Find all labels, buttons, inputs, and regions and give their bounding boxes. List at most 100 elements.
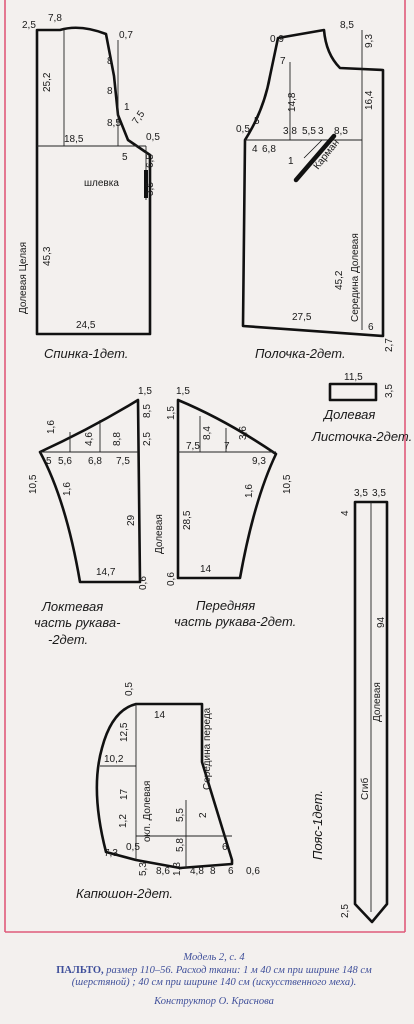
back-title: Спинка-1дет. (44, 346, 128, 361)
belt-m-1: 3,5 (372, 488, 386, 499)
back-m-8: 7,5 (130, 109, 147, 127)
front-outline (241, 28, 385, 338)
back-grain-label: Долевая Целая (18, 242, 29, 314)
fs-m-7: 1,6 (244, 484, 255, 498)
elbow-m-2: 1,6 (46, 420, 57, 434)
hood-grain-label: окл. Долевая (142, 781, 153, 842)
fs-m-1: 1,5 (166, 406, 177, 420)
hood-m-12: 1,3 (172, 862, 183, 876)
belt-m-4: 2,5 (340, 904, 351, 918)
caption-description: ПАЛЬТО, размер 110–56. Расход ткани: 1 м… (28, 965, 400, 990)
back-m-3: 25,2 (42, 72, 53, 92)
front-m-5: 16,4 (364, 90, 375, 110)
back-m-11: 5 (122, 152, 128, 163)
caption-desc: размер 110–56. Расход ткани: 1 м 40 см п… (71, 964, 372, 989)
flap-title: Листочка-2дет. (311, 429, 412, 444)
belt-m-3: 94 (376, 616, 387, 628)
hood-m-16: 8 (210, 866, 216, 877)
flap-grain-label: Долевая (322, 407, 375, 422)
elbow-title-3: -2дет. (48, 632, 88, 647)
hood-m-4: 17 (119, 788, 130, 800)
flap-m-1: 3,5 (384, 384, 395, 398)
front-m-1: 8,5 (340, 20, 354, 31)
back-m-12: 6,5 (145, 154, 156, 168)
front-piece: 0,9 8,5 7 9,3 14,8 16,4 0,5 5 4 6,8 3,8 … (236, 20, 395, 361)
caption-model: Модель 2, с. 4 (183, 952, 245, 963)
hood-m-0: 0,5 (124, 682, 135, 696)
front-m-8: 4 (252, 144, 258, 155)
front-m-11: 5,5 (302, 126, 316, 137)
back-m-15: 24,5 (76, 320, 96, 331)
front-m-2: 7 (280, 56, 286, 67)
front-m-0: 0,9 (270, 34, 284, 45)
caption-title: ПАЛЬТО, (56, 964, 104, 976)
hood-piece: 0,5 14 12,5 10,2 17 окл. Долевая Середин… (76, 682, 260, 901)
belt-grain-label: Долевая (372, 682, 383, 722)
fs-m-10: 14 (200, 564, 212, 575)
fs-title-1: Передняя (196, 598, 255, 613)
elbow-m-0: 1,5 (138, 386, 152, 397)
hood-m-14: 8,6 (156, 866, 170, 877)
hood-m-10: 5,8 (175, 838, 186, 852)
belt-m-0: 3,5 (354, 488, 368, 499)
elbow-m-9: 7,5 (116, 456, 130, 467)
hood-m-7: 0,5 (126, 842, 140, 853)
back-m-10: 18,5 (64, 134, 84, 145)
hood-m-11: 6 (222, 842, 228, 853)
elbow-m-10: 10,5 (28, 474, 39, 494)
front-m-3: 9,3 (364, 34, 375, 48)
fs-m-6: 9,3 (252, 456, 266, 467)
front-m-15: 45,2 (334, 270, 345, 290)
belt-piece: 3,5 3,5 4 94 Долевая Сгиб 2,5 Пояс-1дет. (310, 488, 389, 924)
fs-m-9: 28,5 (182, 510, 193, 530)
elbow-m-8: 6,8 (88, 456, 102, 467)
front-m-4: 14,8 (287, 92, 298, 112)
flap-m-0: 11,5 (344, 372, 363, 383)
hood-m-1: 14 (154, 710, 166, 721)
hood-m-17: 6 (228, 866, 234, 877)
caption-block: Модель 2, с. 4 ПАЛЬТО, размер 110–56. Ра… (28, 952, 400, 1008)
hood-m-5: 1,2 (118, 814, 129, 828)
back-m-13: 3,5 (145, 182, 156, 196)
hood-title: Капюшон-2дет. (76, 886, 173, 901)
elbow-title-1: Локтевая (41, 599, 103, 614)
hood-m-15: 4,8 (190, 866, 204, 877)
elbow-m-12: 29 (126, 514, 137, 526)
back-m-1: 7,8 (48, 13, 62, 24)
elbow-m-11: 1,6 (62, 482, 73, 496)
back-m-2: 0,7 (119, 30, 133, 41)
back-m-7: 8,5 (107, 118, 121, 129)
flap-outline (328, 382, 378, 402)
front-grain-label: Середина Долевая (350, 233, 361, 322)
fs-m-2: 8,4 (202, 426, 213, 440)
belt-outline (353, 500, 389, 924)
hood-m-2: 12,5 (119, 722, 130, 742)
elbow-m-3: 4,6 (84, 432, 95, 446)
pocket-line (293, 133, 337, 183)
elbow-m-5: 2,5 (142, 432, 153, 446)
front-m-7: 5 (254, 116, 260, 127)
front-m-14: 1 (288, 156, 294, 167)
fs-m-11: 0,6 (166, 572, 177, 586)
hood-m-8: 5,5 (175, 808, 186, 822)
elbow-m-13: 14,7 (96, 567, 116, 578)
back-m-14: 45,3 (42, 246, 53, 266)
front-m-18: 2,7 (384, 338, 395, 352)
elbow-m-6: 5 (46, 456, 52, 467)
back-loop-label: шлевка (84, 178, 119, 189)
hood-outline (95, 702, 234, 870)
belt-title: Пояс-1дет. (310, 790, 325, 860)
hood-centre-label: Середина переда (202, 707, 213, 790)
belt-fold-label: Сгиб (359, 778, 371, 800)
back-m-4: 8 (107, 56, 113, 67)
hood-m-3: 10,2 (104, 754, 124, 765)
elbow-m-4: 8,8 (112, 432, 123, 446)
elbow-m-14: 0,6 (138, 576, 149, 590)
elbow-m-7: 5,6 (58, 456, 72, 467)
elbow-sleeve-outline (38, 398, 142, 584)
back-m-5: 8 (107, 86, 113, 97)
back-outline (35, 26, 152, 336)
hood-m-18: 0,6 (246, 866, 260, 877)
belt-m-2: 4 (340, 510, 351, 516)
